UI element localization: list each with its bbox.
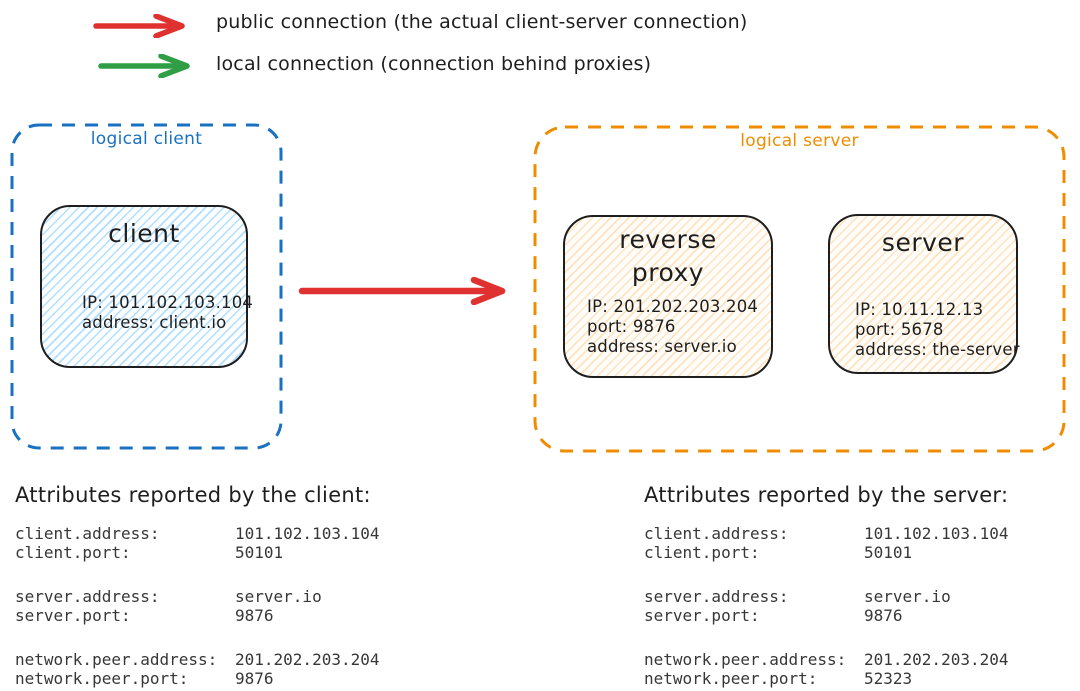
attr-key: server.address: (15, 587, 160, 606)
client-ip: IP: 101.102.103.104 (82, 293, 254, 312)
reverse-proxy-node: reverse proxy IP: 201.202.203.204 port: … (563, 215, 773, 378)
client-attr-group: network.peer.address: 201.202.203.204 ne… (15, 650, 435, 688)
reverse-proxy-ip: IP: 201.202.203.204 (587, 297, 759, 316)
attr-key: client.address: (15, 524, 160, 543)
attr-key: client.port: (15, 543, 131, 562)
attr-value: 9876 (235, 606, 274, 625)
logical-client-label: logical client (90, 129, 203, 149)
reverse-proxy-node-title: reverse proxy (619, 225, 717, 287)
client-node: client IP: 101.102.103.104 address: clie… (40, 205, 253, 368)
client-to-server-arrow (298, 277, 506, 305)
attr-value: 201.202.203.204 (235, 650, 380, 669)
attr-key: network.peer.port: (644, 669, 818, 688)
attr-value: 52323 (864, 669, 913, 688)
attr-row: server.port: 9876 (644, 606, 1064, 625)
logical-server-group: logical server reverse proxy IP: 201.202… (533, 125, 1066, 453)
attr-value: 50101 (235, 543, 284, 562)
reverse-proxy-port: port: 9876 (587, 317, 676, 336)
client-node-title: client (108, 219, 180, 248)
attr-value: 9876 (864, 606, 903, 625)
attr-key: server.port: (15, 606, 131, 625)
logical-client-border (10, 123, 283, 450)
attr-key: network.peer.address: (15, 650, 218, 669)
server-ip: IP: 10.11.12.13 (855, 300, 984, 319)
server-node: server IP: 10.11.12.13 port: 5678 addres… (828, 214, 1020, 374)
server-attr-group: network.peer.address: 201.202.203.204 ne… (644, 650, 1064, 688)
local-connection-arrow-icon (98, 54, 190, 78)
attr-row: client.address: 101.102.103.104 (15, 524, 435, 543)
attr-row: server.port: 9876 (15, 606, 435, 625)
server-attributes-block: Attributes reported by the server: clien… (644, 483, 1064, 691)
attr-row: network.peer.port: 9876 (15, 669, 435, 688)
attr-value: 101.102.103.104 (235, 524, 380, 543)
client-attributes-title: Attributes reported by the client: (15, 483, 371, 507)
attr-value: server.io (235, 587, 322, 606)
attr-key: server.port: (644, 606, 760, 625)
attr-key: client.address: (644, 524, 789, 543)
legend-label-local-connection: local connection (connection behind prox… (216, 53, 652, 75)
server-attributes-title: Attributes reported by the server: (644, 483, 1009, 507)
client-attr-group: client.address: 101.102.103.104 client.p… (15, 524, 435, 562)
client-attributes-block: Attributes reported by the client: clien… (15, 483, 435, 691)
legend-label-public-connection: public connection (the actual client-ser… (216, 11, 748, 33)
attr-value: 101.102.103.104 (864, 524, 1009, 543)
server-attr-group: server.address: server.io server.port: 9… (644, 587, 1064, 625)
client-address: address: client.io (82, 313, 227, 332)
server-address: address: the-server (855, 340, 1020, 359)
attr-row: network.peer.address: 201.202.203.204 (15, 650, 435, 669)
logical-client-group: logical client client IP: 101.102.103.10… (10, 123, 283, 450)
public-connection-arrow-icon (93, 14, 185, 38)
attr-row: client.port: 50101 (15, 543, 435, 562)
attr-value: 201.202.203.204 (864, 650, 1009, 669)
server-attr-group: client.address: 101.102.103.104 client.p… (644, 524, 1064, 562)
client-node-details: IP: 101.102.103.104 address: client.io (82, 293, 253, 333)
server-node-details: IP: 10.11.12.13 port: 5678 address: the-… (855, 300, 1020, 360)
attr-key: network.peer.address: (644, 650, 847, 669)
attr-value: server.io (864, 587, 951, 606)
attr-value: 9876 (235, 669, 274, 688)
attr-value: 50101 (864, 543, 913, 562)
reverse-proxy-node-details: IP: 201.202.203.204 port: 9876 address: … (587, 297, 758, 357)
attr-key: client.port: (644, 543, 760, 562)
logical-server-border (533, 125, 1066, 453)
server-port: port: 5678 (855, 320, 944, 339)
attr-row: server.address: server.io (644, 587, 1064, 606)
client-attr-group: server.address: server.io server.port: 9… (15, 587, 435, 625)
attr-row: client.address: 101.102.103.104 (644, 524, 1064, 543)
attr-row: client.port: 50101 (644, 543, 1064, 562)
attr-row: server.address: server.io (15, 587, 435, 606)
attr-row: network.peer.address: 201.202.203.204 (644, 650, 1064, 669)
attr-key: server.address: (644, 587, 789, 606)
logical-server-label: logical server (740, 131, 859, 151)
reverse-proxy-address: address: server.io (587, 337, 737, 356)
attr-row: network.peer.port: 52323 (644, 669, 1064, 688)
attr-key: network.peer.port: (15, 669, 189, 688)
server-node-title: server (881, 228, 965, 257)
